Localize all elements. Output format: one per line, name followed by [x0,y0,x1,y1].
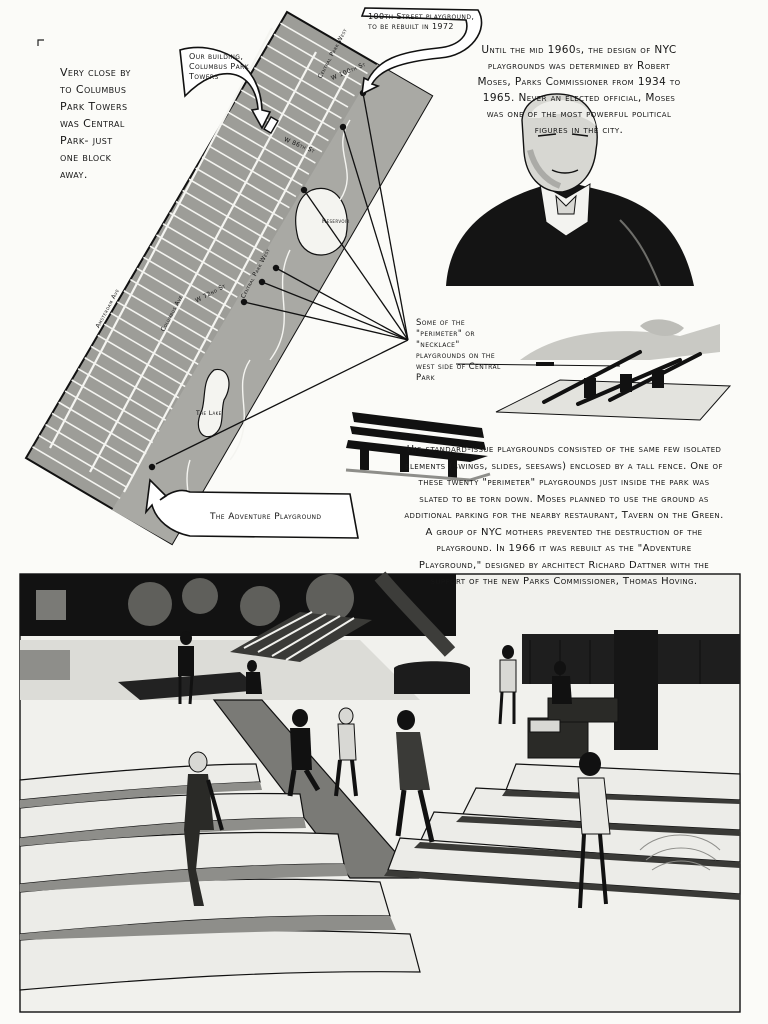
robert-moses-caption: Until the mid 1960s, the design of NYC p… [474,42,684,138]
playground-history-caption: His standard-issue playgrounds consisted… [404,442,724,591]
intro-caption-line: to Columbus [60,83,127,96]
robert-moses-portrait [446,93,694,287]
seesaw-sketch [455,319,732,421]
intro-caption-line: away. [60,168,88,181]
intro-caption-line: was Central [60,117,125,130]
intro-caption-line: one block [60,151,112,164]
callout-adventure-playground: The Adventure Playground [210,512,322,522]
callout-our-building: Our building, Columbus Park Towers [189,52,250,81]
playground-history-text: His standard-issue playgrounds consisted… [404,444,724,587]
children-figures [178,631,611,909]
intro-caption-line: Park- just [60,134,113,147]
adventure-playground-panel [19,571,741,1013]
map-label-reservoir: Reservoir [322,218,350,225]
callout-100th-street-playground: 100th Street playground, to be rebuilt i… [368,12,475,31]
central-park-map [24,10,434,546]
robert-moses-text: Until the mid 1960s, the design of NYC p… [477,44,681,136]
callout-perimeter-playgrounds: Some of the "perimeter" or "necklace" pl… [416,318,501,383]
callout-arrows [144,7,483,539]
park-bench-sketch [345,412,491,482]
intro-caption-line: Very close by [60,66,131,79]
map-label-the-lake: The Lake [196,410,222,417]
intro-caption-line: Park Towers [60,100,128,113]
